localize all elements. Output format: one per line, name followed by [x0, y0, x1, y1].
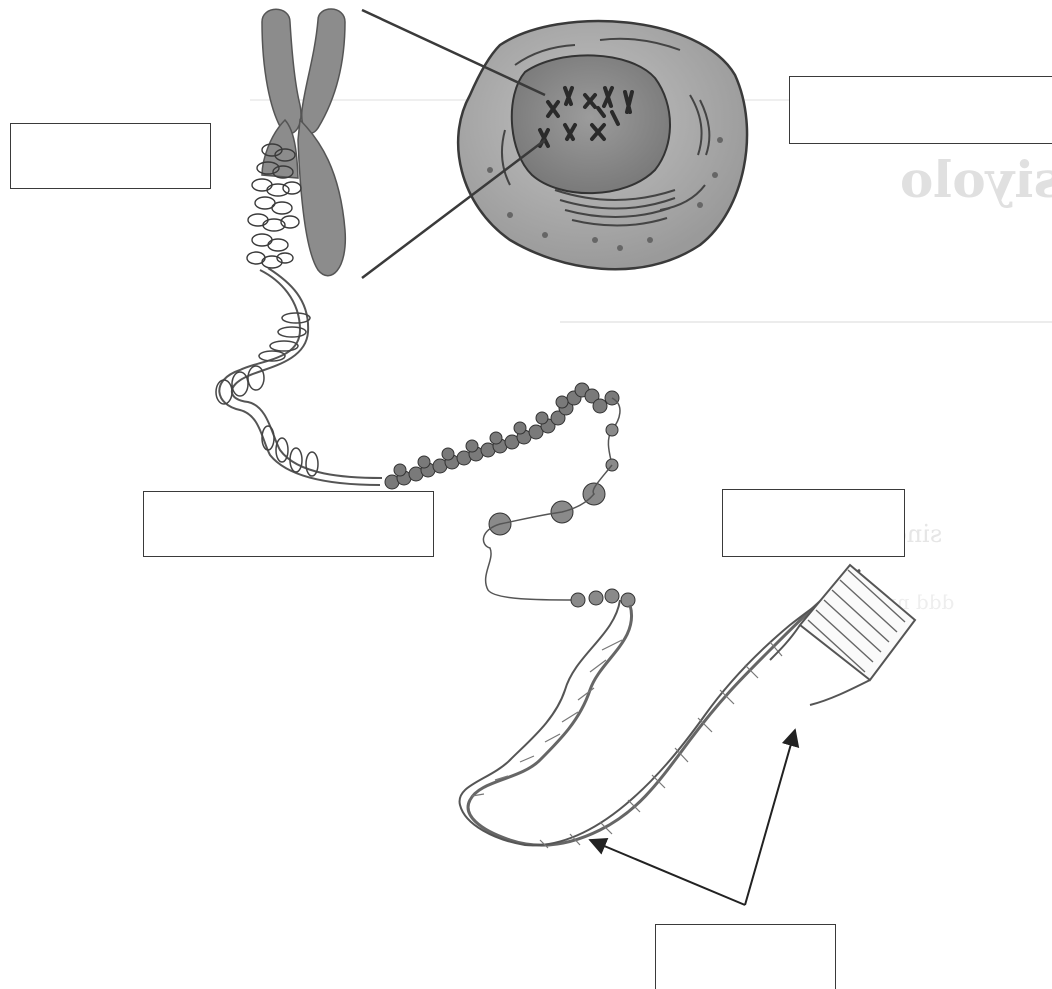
cell — [458, 21, 747, 269]
label-box-middle-right[interactable] — [722, 489, 905, 557]
chromatin-fiber — [216, 268, 382, 485]
dna-double-helix — [460, 565, 915, 848]
label-box-text — [11, 124, 210, 136]
chromosome — [262, 9, 345, 276]
label-box-top-right[interactable] — [789, 76, 1052, 144]
label-box-text — [656, 925, 835, 937]
label-box-text — [144, 492, 433, 504]
label-box-bottom[interactable] — [655, 924, 836, 989]
label-box-text — [790, 77, 1052, 89]
pointer-arrow-left — [590, 840, 745, 905]
label-box-text — [723, 490, 904, 502]
label-box-middle-left[interactable] — [143, 491, 434, 557]
label-box-top-left[interactable] — [10, 123, 211, 189]
pointer-arrow-right — [745, 730, 795, 905]
